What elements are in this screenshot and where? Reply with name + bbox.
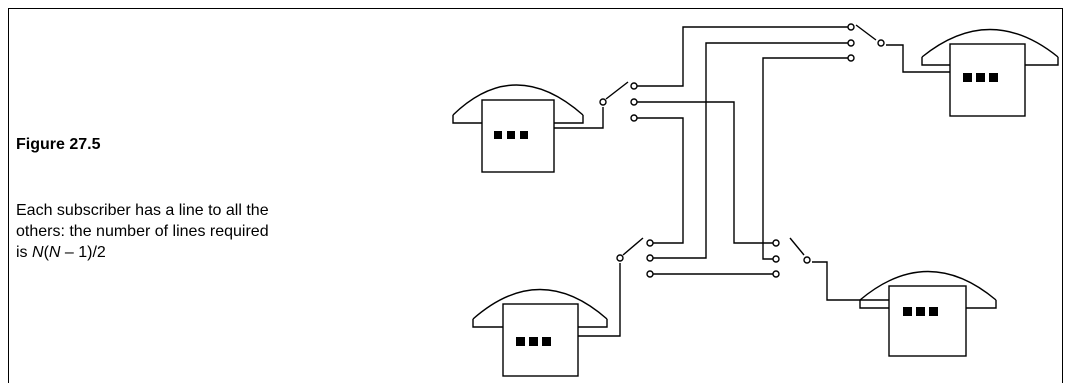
figure-frame (8, 8, 1063, 383)
formula-n: N (32, 244, 44, 261)
formula-n-2: N (48, 244, 61, 261)
telephone-icon (452, 84, 584, 173)
telephone-icon (921, 28, 1059, 117)
caption-prefix: is (16, 244, 32, 261)
caption-line-2: others: the number of lines required (16, 223, 269, 240)
interconnect-lines (637, 26, 848, 275)
formula-rest: – 1)/2 (60, 244, 106, 261)
switch-1 (554, 81, 638, 129)
switch-2 (847, 23, 950, 73)
caption-line-1: Each subscriber has a line to all the (16, 202, 269, 219)
figure-caption: Each subscriber has a line to all the ot… (16, 200, 396, 263)
switch-4 (772, 237, 889, 301)
figure-title: Figure 27.5 (16, 136, 101, 153)
telephone-icon (472, 288, 608, 377)
switch-3 (578, 237, 654, 337)
formula-open: ( (43, 244, 49, 261)
telephone-icon (859, 270, 997, 357)
